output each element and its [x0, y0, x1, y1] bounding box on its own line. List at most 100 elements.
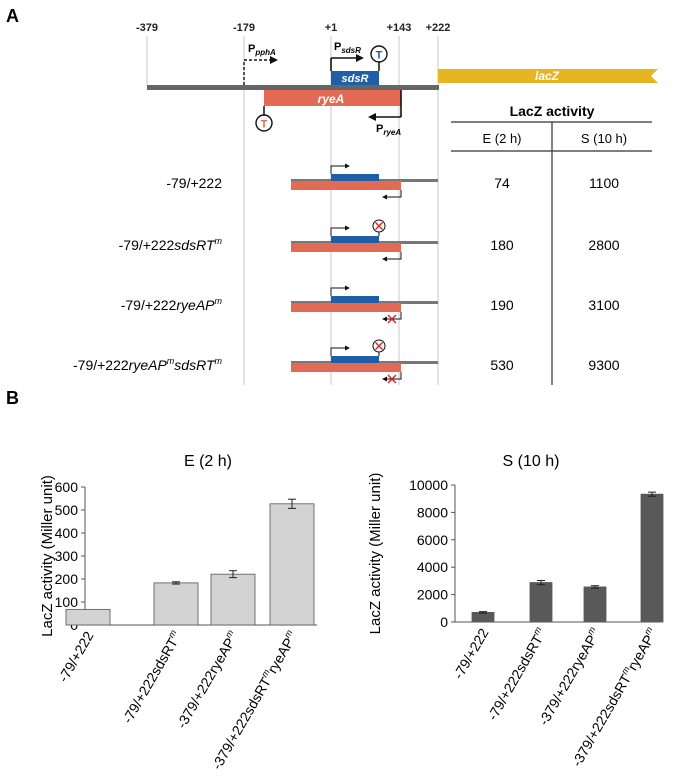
bar	[583, 586, 607, 623]
x-tick-label: -79/+222sdsRTm	[118, 628, 185, 726]
sdsr-gene-box	[331, 71, 379, 85]
ryea-gene-box	[264, 90, 401, 106]
x-tick-label: -379/+222ryeAPm	[172, 628, 242, 731]
x-tick-label: -79/+222sdsRTm	[483, 625, 550, 723]
activity-value-e: 74	[494, 175, 510, 191]
y-tick-label: 0	[440, 614, 448, 630]
activity-value-e: 180	[490, 237, 514, 253]
table-title: LacZ activity	[510, 103, 595, 119]
ryea-terminator-letter: T	[261, 119, 268, 131]
coord-label-pos222: +222	[426, 22, 451, 34]
psdsr-promoter-arrow	[330, 54, 364, 71]
panel-b-label: B	[6, 388, 19, 408]
bar	[210, 573, 256, 626]
construct-row: -79/+222ryeAPmsdsRTm 530 9300	[73, 339, 620, 384]
y-tick-label: 100	[55, 594, 79, 610]
construct-sdsr-promoter-arrow	[330, 345, 350, 356]
activity-value-e: 530	[490, 357, 514, 373]
activity-value-s: 2800	[588, 237, 619, 253]
coord-label-pos143: +143	[387, 22, 412, 34]
construct-sdsr-box	[331, 236, 379, 243]
coord-label-pos1: +1	[325, 22, 338, 34]
construct-ryea-box	[291, 181, 401, 190]
construct-label: -79/+222ryeAPmsdsRTm	[73, 356, 223, 373]
x-tick-label: -79/+222	[55, 628, 97, 684]
panel-a-label: A	[6, 6, 19, 26]
construct-ryea-promoter-arrow	[382, 252, 402, 262]
sdsr-terminator-icon	[370, 45, 388, 63]
y-tick-label: 500	[55, 502, 79, 518]
construct-ryea-promoter-arrow	[382, 190, 402, 200]
activity-value-s: 1100	[589, 175, 619, 191]
lacz-gene-label: lacZ	[535, 69, 560, 83]
error-bar	[479, 611, 487, 614]
activity-value-s: 9300	[588, 357, 619, 373]
table-header-e: E (2 h)	[482, 131, 521, 146]
ryea-terminator-icon	[255, 114, 273, 132]
y-axis-label: LacZ activity (Miller unit)	[367, 473, 384, 635]
y-tick-label: 200	[55, 571, 79, 587]
terminator-mutation-icon	[372, 339, 386, 356]
error-bar	[229, 570, 237, 579]
dna-backbone	[147, 85, 439, 90]
error-bar	[537, 579, 545, 586]
chart-s-10h: S (10 h) LacZ activity (Miller unit) 0 2000…	[367, 453, 664, 769]
sdsr-gene-label: sdsR	[342, 73, 369, 85]
y-axis-label: LacZ activity (Miller unit)	[39, 475, 56, 637]
y-tick-label: 300	[55, 548, 79, 564]
construct-ryea-box	[291, 303, 401, 312]
terminator-mutation-icon	[372, 219, 386, 236]
error-bar	[591, 585, 599, 589]
error-bar	[172, 581, 180, 585]
construct-ryea-box	[291, 243, 401, 252]
lacz-gene-arrow	[438, 69, 658, 83]
construct-label: -79/+222	[166, 175, 222, 191]
y-tick-label: 8000	[417, 504, 448, 520]
y-tick-label: 400	[55, 525, 79, 541]
promoter-mutation-x-icon	[387, 374, 397, 384]
construct-sdsr-promoter-arrow	[330, 163, 350, 174]
promoter-mutation-x-icon	[387, 314, 397, 324]
sdsr-terminator-letter: T	[376, 50, 383, 62]
ryea-gene-label: ryeA	[318, 92, 345, 106]
construct-label: -79/+222ryeAPm	[121, 296, 223, 313]
construct-sdsr-box	[331, 296, 379, 303]
y-tick-label: 4000	[417, 559, 448, 575]
y-tick-label: 10000	[409, 477, 448, 493]
construct-ryea-box	[291, 363, 401, 372]
bar	[529, 582, 553, 623]
construct-row: -79/+222sdsRTm 180 2800	[119, 219, 620, 262]
y-tick-label: 2000	[417, 587, 448, 603]
error-bar	[288, 498, 296, 509]
table-header-s: S (10 h)	[581, 131, 627, 146]
psdsr-promoter-label: PsdsR	[334, 41, 361, 55]
bar	[269, 503, 315, 626]
bar	[65, 608, 111, 626]
x-tick-label: -79/+222	[450, 625, 492, 681]
bar	[471, 612, 495, 623]
y-tick-label: 600	[55, 479, 79, 495]
chart-e-2h: E (2 h)LacZ activity (Miller unit)010020…	[39, 453, 317, 772]
construct-sdsr-box	[331, 356, 379, 363]
activity-value-s: 3100	[588, 297, 619, 313]
coord-label-neg179: -179	[233, 22, 255, 34]
bar	[640, 493, 664, 623]
pryea-promoter-arrow	[368, 90, 402, 121]
construct-sdsr-promoter-arrow	[330, 225, 350, 236]
coord-label-neg379: -379	[136, 22, 158, 34]
chart-title: E (2 h)	[184, 453, 232, 470]
construct-row: -79/+222 74 1100	[166, 163, 619, 200]
ppha-promoter-label: PpphA	[248, 43, 276, 57]
error-bar	[648, 491, 656, 497]
y-tick-label: 6000	[417, 532, 448, 548]
ppha-promoter-arrow	[243, 56, 278, 85]
construct-sdsr-box	[331, 174, 379, 181]
construct-label: -79/+222sdsRTm	[119, 236, 223, 253]
chart-title: S (10 h)	[503, 453, 560, 470]
bar	[153, 582, 199, 626]
pryea-promoter-label: PryeA	[376, 123, 401, 137]
construct-sdsr-promoter-arrow	[330, 285, 350, 296]
